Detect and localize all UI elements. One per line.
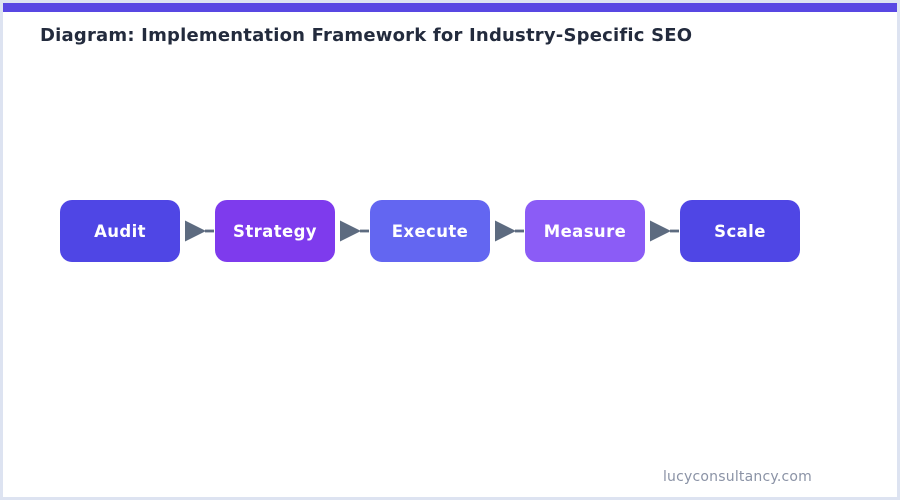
footer-domain-text: lucyconsultancy.com [662, 469, 812, 485]
flow-step-audit: Audit [60, 200, 180, 262]
top-accent-bar [3, 3, 897, 12]
flow-arrow-icon [650, 220, 679, 242]
flow-arrow-icon [495, 220, 524, 242]
flow-step-strategy: Strategy [215, 200, 335, 262]
flow-arrow-icon [340, 220, 369, 242]
flow-step-measure: Measure [525, 200, 645, 262]
flow-step-scale: Scale [680, 200, 800, 262]
page-title: Diagram: Implementation Framework for In… [40, 25, 693, 46]
flow-diagram: Audit Strategy Execute Measure Scale [60, 200, 800, 262]
flow-arrow-icon [185, 220, 214, 242]
flow-step-execute: Execute [370, 200, 490, 262]
